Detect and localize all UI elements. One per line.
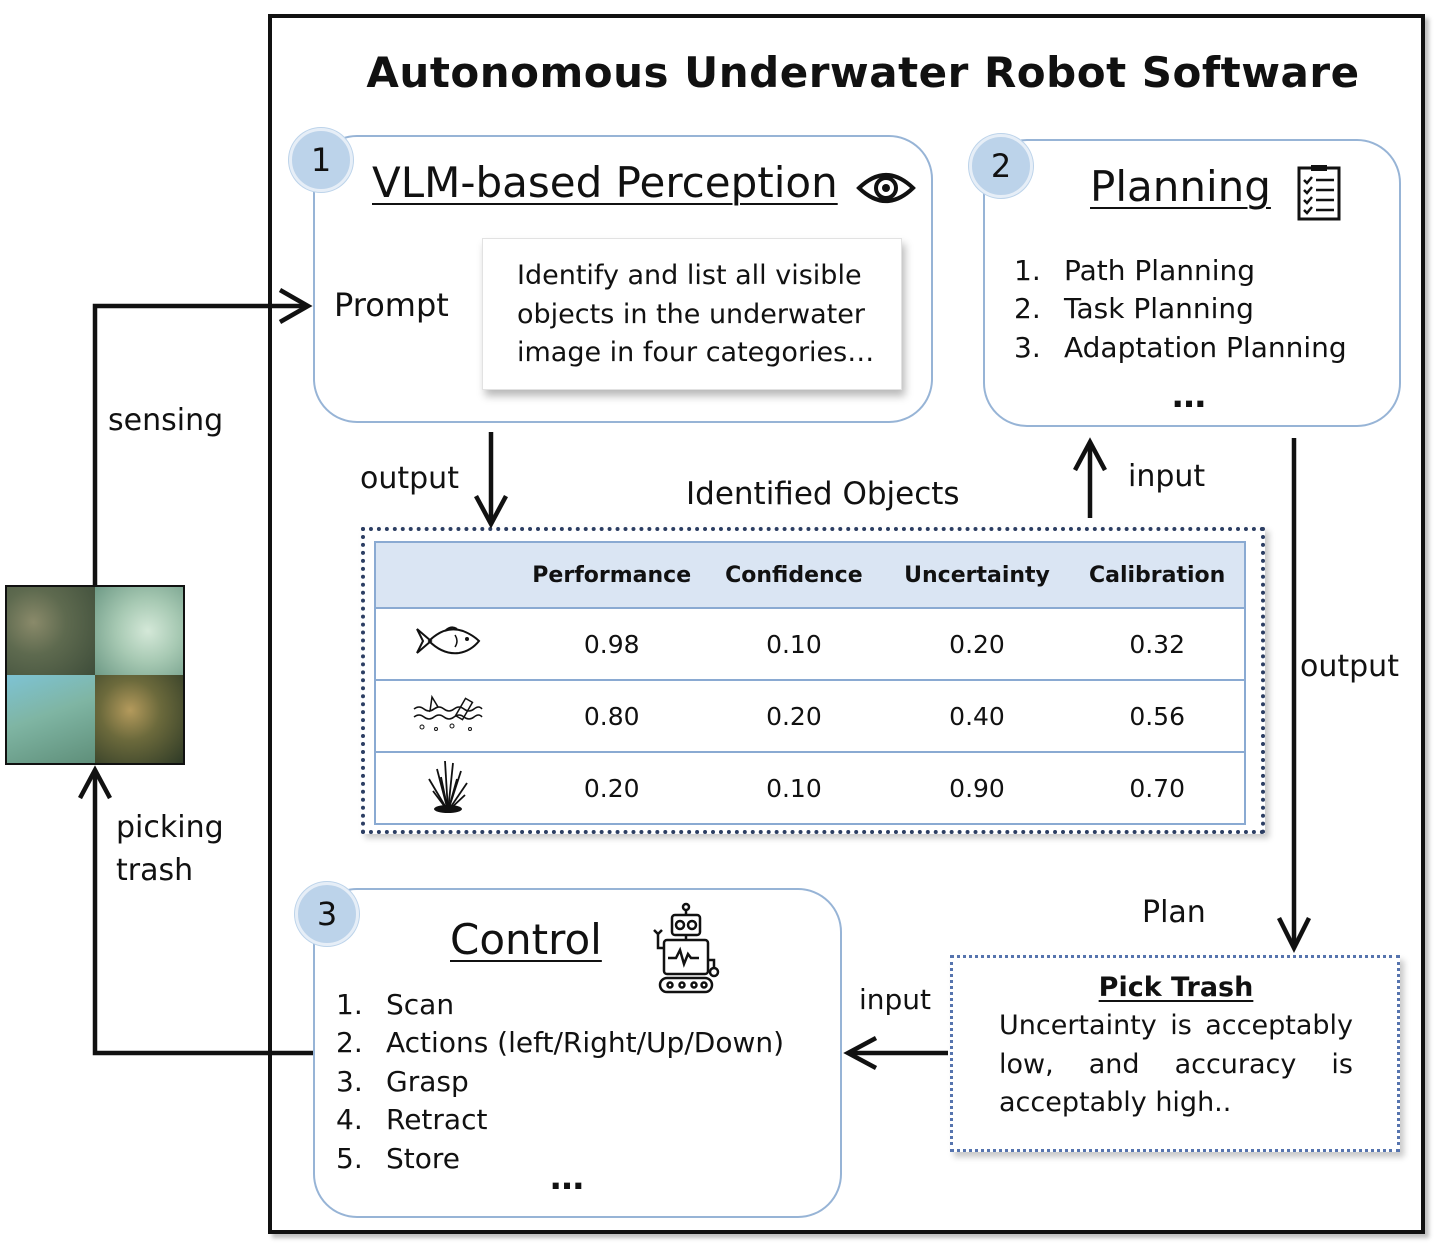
col-header: [375, 542, 520, 609]
picking-label: picking: [116, 810, 224, 845]
table-cell: 0.20: [519, 751, 705, 824]
table-row: 0.98 0.10 0.20 0.32: [375, 607, 1245, 680]
list-item: 5.Store: [336, 1141, 461, 1175]
plan-title: Pick Trash: [1098, 972, 1254, 1003]
table-cell: 0.20: [704, 679, 884, 752]
col-header: Uncertainty: [883, 542, 1071, 609]
control-badge: 3: [295, 882, 359, 946]
row-icon-cell: [375, 679, 520, 752]
list-item: 3.Adaptation Planning: [1014, 330, 1347, 364]
row-icon-cell: [375, 607, 520, 680]
control-ellipsis: …: [550, 1158, 584, 1198]
eye-icon: [856, 173, 916, 203]
fish-icon: [415, 626, 481, 655]
objects-title: Identified Objects: [686, 476, 960, 512]
table-cell: 0.56: [1070, 679, 1245, 752]
prompt-line: image in four categories…: [517, 337, 875, 368]
table-row: 0.20 0.10 0.90 0.70: [375, 751, 1245, 824]
plan-box: Pick Trash Uncertainty is acceptably low…: [950, 955, 1400, 1152]
perception-heading: VLM-based Perception: [372, 158, 838, 207]
list-item: 1.Path Planning: [1014, 253, 1256, 287]
control-module: [313, 888, 842, 1218]
table-cell: 0.80: [519, 679, 705, 752]
table-cell: 0.32: [1070, 607, 1245, 680]
table-cell: 0.20: [883, 607, 1071, 680]
list-item: 4.Retract: [336, 1103, 488, 1137]
list-item: 2.Task Planning: [1014, 292, 1254, 326]
row-icon-cell: [375, 751, 520, 824]
image-tile-reef: [95, 675, 183, 763]
objects-table: Performance Confidence Uncertainty Calib…: [374, 541, 1246, 825]
prompt-line: Identify and list all visible: [517, 260, 862, 291]
planning-list: 1.Path Planning 2.Task Planning 3.Adapta…: [1014, 251, 1347, 367]
sensing-label: sensing: [108, 403, 224, 438]
planning-badge: 2: [969, 134, 1033, 198]
list-item: 1.Scan: [336, 987, 455, 1021]
planning-ellipsis: …: [1172, 376, 1206, 416]
software-frame: [268, 14, 1425, 1234]
objects-table-frame: [361, 527, 1265, 834]
perception-badge: 1: [289, 128, 353, 192]
plan-label: Plan: [1142, 895, 1206, 930]
perception-output-label: output: [360, 461, 459, 496]
planning-heading: Planning: [1090, 162, 1271, 211]
planning-input-label: input: [1128, 459, 1206, 494]
control-input-label: input: [859, 983, 932, 1016]
diagram-title: Autonomous Underwater Robot Software: [366, 48, 1360, 97]
trash-label: trash: [116, 853, 194, 888]
table-cell: 0.10: [704, 751, 884, 824]
planning-module: [983, 139, 1401, 427]
table-cell: 0.10: [704, 607, 884, 680]
image-tile-seabed: [7, 587, 95, 675]
seagrass-icon: [427, 760, 468, 813]
checklist-icon: [1297, 165, 1341, 221]
prompt-line: objects in the underwater: [517, 298, 865, 330]
col-header: Performance: [519, 542, 705, 609]
table-cell: 0.70: [1070, 751, 1245, 824]
robot-icon: [653, 902, 720, 994]
table-row: 0.80 0.20 0.40 0.56: [375, 679, 1245, 752]
prompt-label: Prompt: [334, 286, 449, 324]
image-tile-water: [7, 675, 95, 763]
control-list: 1.Scan 2.Actions (left/Right/Up/Down) 3.…: [336, 985, 784, 1178]
prompt-box: Identify and list all visible objects in…: [482, 238, 902, 390]
image-tile-sand: [95, 587, 183, 675]
trash-icon: [413, 694, 483, 731]
underwater-image: [5, 585, 185, 765]
list-item: 2.Actions (left/Right/Up/Down): [336, 1026, 785, 1060]
list-item: 3.Grasp: [336, 1064, 469, 1098]
planning-output-label: output: [1300, 649, 1399, 684]
control-heading: Control: [450, 915, 602, 964]
table-cell: 0.98: [519, 607, 705, 680]
table-header-row: Performance Confidence Uncertainty Calib…: [375, 542, 1245, 609]
col-header: Confidence: [704, 542, 884, 609]
plan-text: Uncertainty is acceptably low, and accur…: [999, 1010, 1353, 1118]
table-cell: 0.40: [883, 679, 1071, 752]
col-header: Calibration: [1070, 542, 1245, 609]
table-cell: 0.90: [883, 751, 1071, 824]
